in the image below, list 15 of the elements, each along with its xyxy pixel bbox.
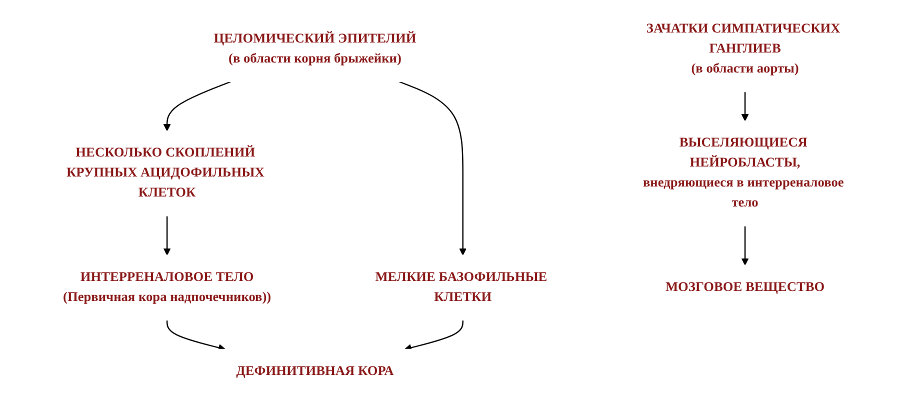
arrow <box>398 81 466 256</box>
arrow <box>163 216 171 256</box>
arrow <box>741 92 749 122</box>
node-text: ЦЕЛОМИЧЕСКИЙ ЭПИТЕЛИЙ (в области корня брыжейки) <box>214 32 416 66</box>
node-text: ДЕФИНИТИВНАЯ КОРА <box>236 364 394 378</box>
arrow <box>163 81 231 132</box>
arrow <box>404 320 464 352</box>
node-text: НЕСКОЛЬКО СКОПЛЕНИЙ КРУПНЫХ АЦИДОФИЛЬНЫХ КЛЕТОК <box>66 146 264 200</box>
arrow <box>166 320 226 352</box>
node-text: ВЫСЕЛЯЮЩИЕСЯ НЕЙРОБЛАСТЫ, внедряющиеся в интерреналовое тело <box>642 136 844 210</box>
arrow <box>741 226 749 266</box>
node-text: ЗАЧАТКИ СИМПАТИЧЕСКИХ ГАНГЛИЕВ (в области аорты) <box>646 22 840 76</box>
node-text: ИНТЕРРЕНАЛОВОЕ ТЕЛО (Первичная кора надпочечников)) <box>62 270 272 304</box>
node-text: МЕЛКИЕ БАЗОФИЛЬНЫЕ КЛЕТКИ <box>375 270 548 304</box>
node-text: МОЗГОВОЕ ВЕЩЕСТВО <box>665 280 825 294</box>
